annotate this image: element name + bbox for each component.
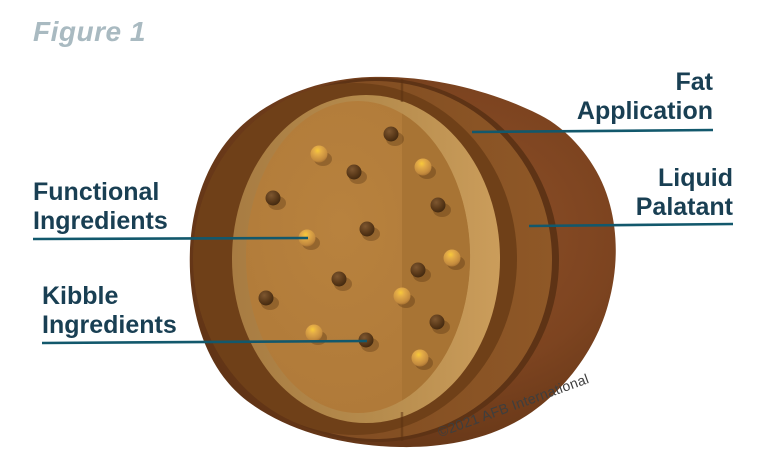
golden-ingredient-dot — [411, 349, 429, 367]
callout-functional-ingredients: Functional Ingredients — [33, 178, 168, 235]
leader-line-functional-ingredients — [32, 236, 309, 241]
golden-ingredient-dot — [393, 287, 411, 305]
callout-liquid-palatant: Liquid Palatant — [635, 164, 733, 221]
golden-ingredient-dot — [414, 158, 432, 176]
leader-line-liquid-palatant — [528, 222, 734, 228]
callout-kibble-ingredients: Kibble Ingredients — [42, 282, 177, 339]
dark-ingredient-dot — [410, 262, 426, 278]
dark-ingredient-dot — [346, 164, 362, 180]
dark-ingredient-dot — [429, 314, 445, 330]
dark-ingredient-dot — [430, 197, 446, 213]
callout-fat-application: Fat Application — [576, 68, 713, 125]
golden-ingredient-dot — [305, 324, 323, 342]
dark-ingredient-dot — [383, 126, 399, 142]
figure-title: Figure 1 — [33, 16, 146, 47]
golden-ingredient-dot — [310, 145, 328, 163]
dark-ingredient-dot — [265, 190, 281, 206]
cut-face-right-half — [402, 113, 471, 401]
dark-ingredient-dot — [258, 290, 274, 306]
dark-ingredient-dot — [331, 271, 347, 287]
leader-line-fat-application — [471, 128, 714, 134]
golden-ingredient-dot — [443, 249, 461, 267]
ingredient-dots — [258, 126, 465, 370]
leader-line-kibble-ingredients — [41, 339, 368, 345]
dark-ingredient-dot — [359, 221, 375, 237]
